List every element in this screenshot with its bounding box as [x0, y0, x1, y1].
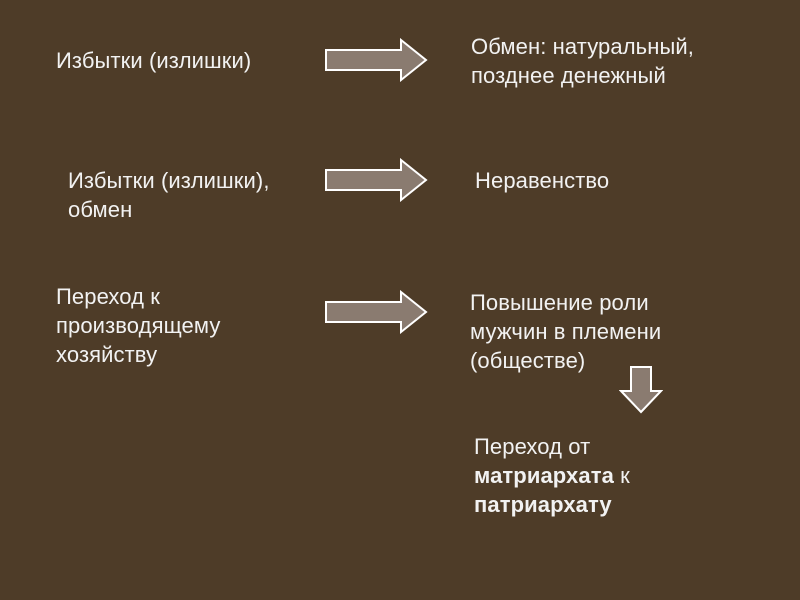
- right-text-exchange: Обмен: натуральный, позднее денежный: [471, 34, 694, 88]
- right-text-inequality: Неравенство: [475, 168, 610, 193]
- left-text-surplus: Избытки (излишки): [56, 48, 252, 73]
- result-line-1: Переход от: [474, 434, 591, 459]
- right-arrow-icon: [324, 290, 428, 334]
- result-connector: к: [613, 463, 630, 488]
- down-arrow-icon: [619, 365, 663, 415]
- result-text: Переход от матриархата к патриархату: [474, 432, 734, 519]
- matriarchy-term: матриархата: [474, 463, 614, 488]
- right-arrow-icon: [324, 38, 428, 82]
- left-text-surplus-exchange: Избытки (излишки), обмен: [68, 168, 270, 222]
- right-text-men-role: Повышение роли мужчин в племени (обществ…: [470, 290, 662, 373]
- patriarchy-term: патриархату: [474, 492, 612, 517]
- result-line-2: матриархата к: [474, 461, 734, 490]
- right-arrow-icon: [324, 158, 428, 202]
- left-text-production-transition: Переход к производящему хозяйству: [56, 284, 221, 367]
